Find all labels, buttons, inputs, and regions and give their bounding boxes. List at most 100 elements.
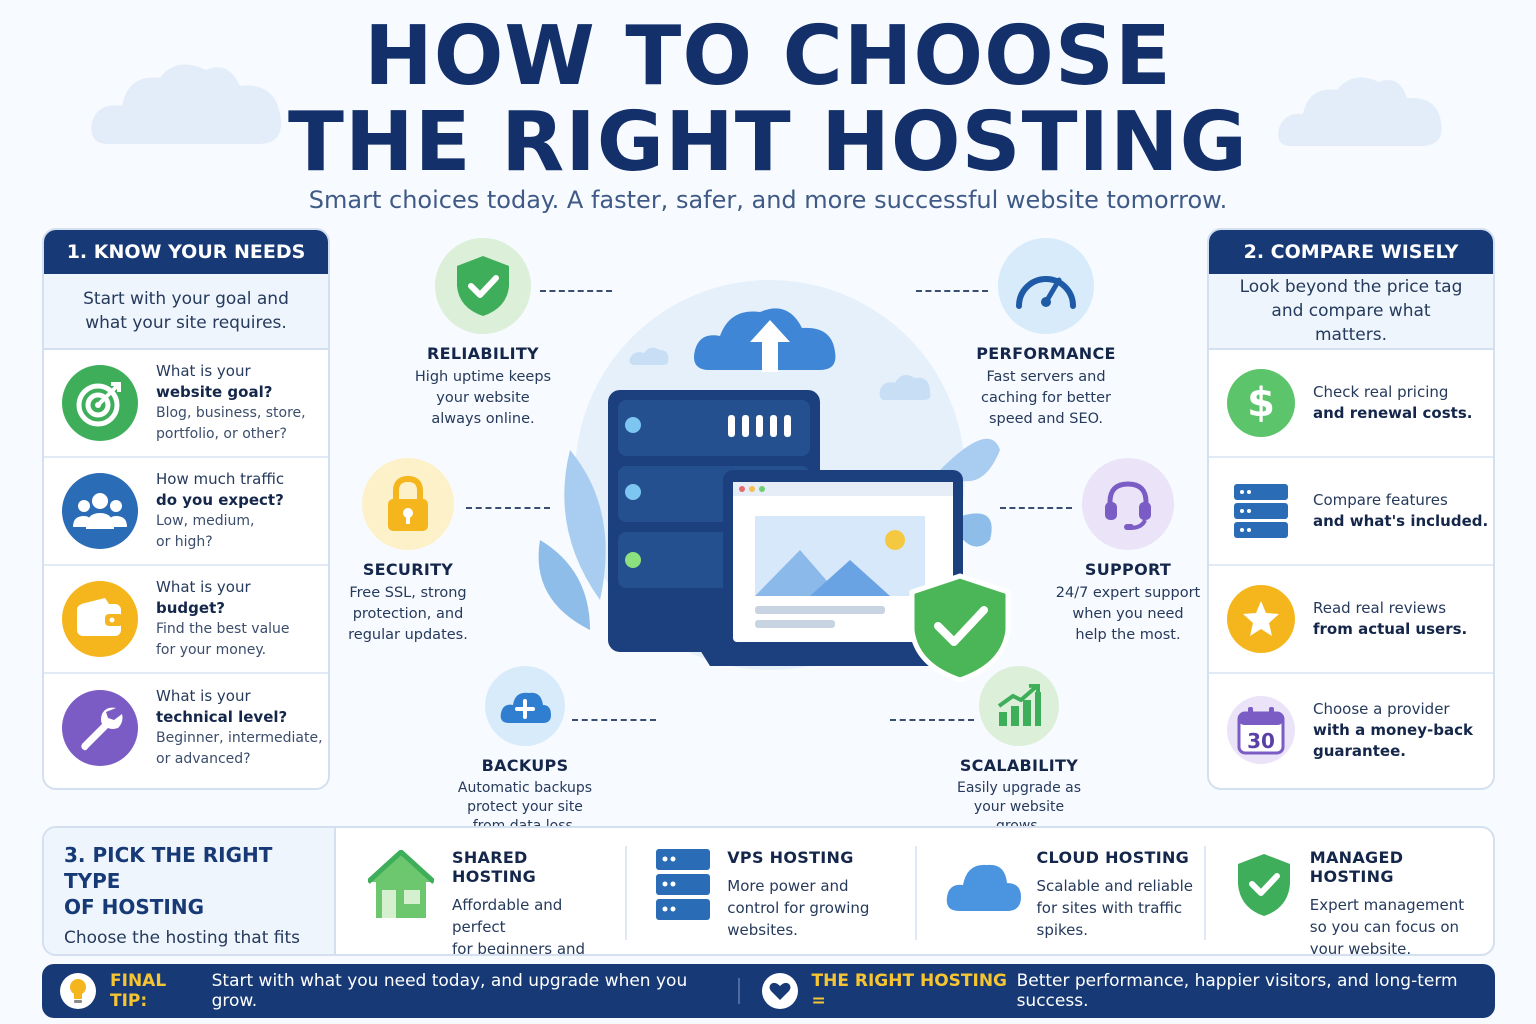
calendar-number: 30 [1247,729,1275,753]
server-icon [655,848,711,922]
users-icon [62,473,138,549]
question-text: What is your [156,687,251,705]
wrench-icon [62,690,138,766]
shield-icon [435,238,531,334]
hosting-type-name: SHARED HOSTING [452,848,537,886]
list-item: Read real reviews from actual users. [1209,566,1493,674]
speedometer-icon [998,238,1094,334]
server-stack-icon [1227,477,1295,545]
hosting-type-desc: More power and control for growing websi… [727,877,870,939]
tip-bold: with a money-back guarantee. [1313,720,1473,760]
feature-name: SUPPORT [1084,560,1172,579]
question-detail: Low, medium, or high? [156,513,255,550]
heart-icon [761,973,798,1009]
feature-support: SUPPORT 24/7 expert support when you nee… [1037,458,1219,646]
feature-name: RELIABILITY [427,344,539,363]
target-icon [62,365,138,441]
right-hosting-label: THE RIGHT HOSTING = [811,971,1008,1011]
feature-reliability: RELIABILITY High uptime keeps your websi… [393,238,573,430]
tip-bold: and what's included. [1313,512,1489,530]
dollar-icon: $ [1227,369,1295,437]
hosting-types-panel: 3. PICK THE RIGHT TYPE OF HOSTING Choose… [42,826,1495,956]
right-hosting-text: Better performance, happier visitors, an… [1016,971,1458,1011]
page-subtitle: Smart choices today. A faster, safer, an… [308,186,1228,214]
hosting-types-intro: 3. PICK THE RIGHT TYPE OF HOSTING Choose… [44,828,336,954]
hosting-type-desc: Affordable and perfect for beginners and… [452,896,586,956]
feature-security: SECURITY Free SSL, strong protection, an… [318,458,498,646]
cloud-decoration-right [1278,77,1442,146]
hosting-types-heading: 3. PICK THE RIGHT TYPE OF HOSTING [64,843,273,919]
final-tip-label: FINAL TIP: [110,971,167,1011]
hosting-type-name: VPS HOSTING [727,848,854,867]
feature-performance: PERFORMANCE Fast servers and caching for… [956,238,1136,430]
feature-backups: BACKUPS Automatic backups protect your s… [440,666,610,836]
feature-name: SCALABILITY [959,756,1079,775]
list-item: 30 Choose a provider with a money-back gu… [1209,674,1493,786]
title-line-1: HOW TO CHOOSE [364,9,1172,104]
tip-text: Choose a provider [1313,699,1450,718]
hosting-illustration [538,280,1011,683]
tip-text: Compare features [1313,491,1448,509]
hosting-type-managed: MANAGED HOSTING Expert management so you… [1203,828,1493,956]
hosting-type-desc: Expert management so you can focus on yo… [1309,896,1465,956]
growth-chart-icon [979,666,1059,746]
list-item: How much traffic do you expect? Low, mediu… [44,458,328,566]
question-text: What is your [156,578,251,596]
tip-text: Check real pricing [1313,383,1449,401]
page-title: HOW TO CHOOSE THE RIGHT HOSTING [0,14,1536,186]
list-item: What is your technical level? Beginner, in… [44,674,328,782]
list-item: What is your website goal? Blog, business,… [44,350,328,458]
hosting-type-cloud: CLOUD HOSTING Scalable and reliable for … [914,828,1204,954]
panel-heading: 2. COMPARE WISELY [1209,230,1493,274]
question-bold: do you expect? [156,491,284,509]
hosting-type-shared: SHARED HOSTING Affordable and perfect fo… [336,828,625,954]
panel-intro: Start with your goal and what your site … [44,274,328,350]
hosting-type-vps: VPS HOSTING More power and control for g… [625,828,914,954]
feature-desc: Fast servers and caching for better spee… [981,369,1111,427]
tip-text: Read real reviews [1313,599,1447,617]
question-bold: budget? [156,599,225,617]
tip-bold: from actual users. [1313,620,1468,638]
panel-intro: Look beyond the price tag and compare wh… [1209,274,1493,350]
cloud-decoration-left [91,64,282,144]
list-item: What is your budget? Find the best value f… [44,566,328,674]
feature-scalability: SCALABILITY Easily upgrade as your websi… [934,666,1104,836]
footer-divider [737,978,740,1004]
compare-wisely-panel: 2. COMPARE WISELY Look beyond the price … [1207,228,1495,790]
lock-icon [362,458,454,550]
panel-heading: 1. KNOW YOUR NEEDS [44,230,328,274]
footer-banner: FINAL TIP: Start with what you need toda… [42,964,1495,1018]
headset-icon [1082,458,1174,550]
final-tip-text: Start with what you need today, and upgr… [211,971,688,1011]
question-detail: Find the best value for your money. [156,621,290,658]
title-line-2: THE RIGHT HOSTING [288,95,1248,190]
star-icon [1227,585,1295,653]
feature-desc: 24/7 expert support when you need help t… [1055,585,1201,643]
feature-name: BACKUPS [481,756,569,775]
calendar-icon: 30 [1227,696,1295,764]
shield-check-icon [909,573,1011,683]
cloud-plus-icon [485,666,565,746]
cloud-icon [945,848,1021,922]
question-bold: website goal? [156,383,273,401]
wallet-icon [62,581,138,657]
hosting-type-desc: Scalable and reliable for sites with tra… [1036,877,1194,939]
lightbulb-icon [60,973,96,1009]
house-icon [366,848,436,922]
question-bold: technical level? [156,708,288,726]
tip-bold: and renewal costs. [1313,404,1473,422]
hosting-type-name: MANAGED HOSTING [1309,848,1404,886]
feature-name: SECURITY [362,560,454,579]
question-detail: Beginner, intermediate, or advanced? [156,730,323,767]
question-text: What is your [156,362,251,380]
know-your-needs-panel: 1. KNOW YOUR NEEDS Start with your goal … [42,228,330,790]
feature-desc: High uptime keeps your website always on… [414,369,552,427]
shield-check-icon [1234,848,1294,922]
hosting-types-description: Choose the hosting that fits your curren… [64,928,301,954]
question-detail: Blog, business, store, portfolio, or oth… [156,405,306,442]
hosting-type-name: CLOUD HOSTING [1036,848,1190,867]
list-item: Compare features and what's included. [1209,458,1493,566]
question-text: How much traffic [156,470,285,488]
list-item: $ Check real pricing and renewal costs. [1209,350,1493,458]
feature-desc: Free SSL, strong protection, and regular… [348,585,468,643]
